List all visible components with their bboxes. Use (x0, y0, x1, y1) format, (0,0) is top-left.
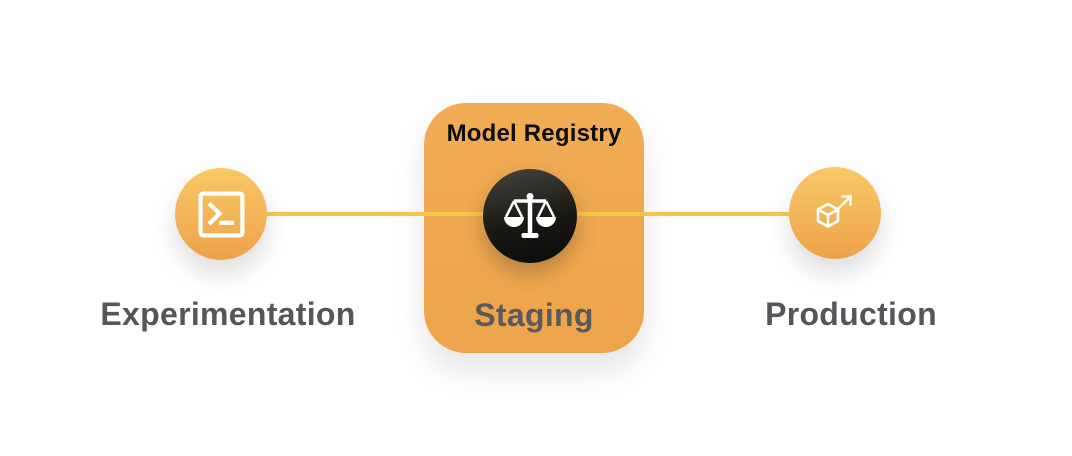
cube-arrow-icon (816, 195, 852, 228)
experimentation-label: Experimentation (100, 296, 356, 332)
terminal-icon (197, 190, 244, 237)
production-label: Production (765, 296, 937, 332)
experimentation-node (175, 168, 267, 260)
production-node (789, 167, 881, 259)
staging-stage-label: Staging (474, 297, 594, 333)
registry-badge (483, 169, 577, 263)
model-registry-title: Model Registry (446, 120, 622, 147)
scales-icon (504, 193, 556, 238)
